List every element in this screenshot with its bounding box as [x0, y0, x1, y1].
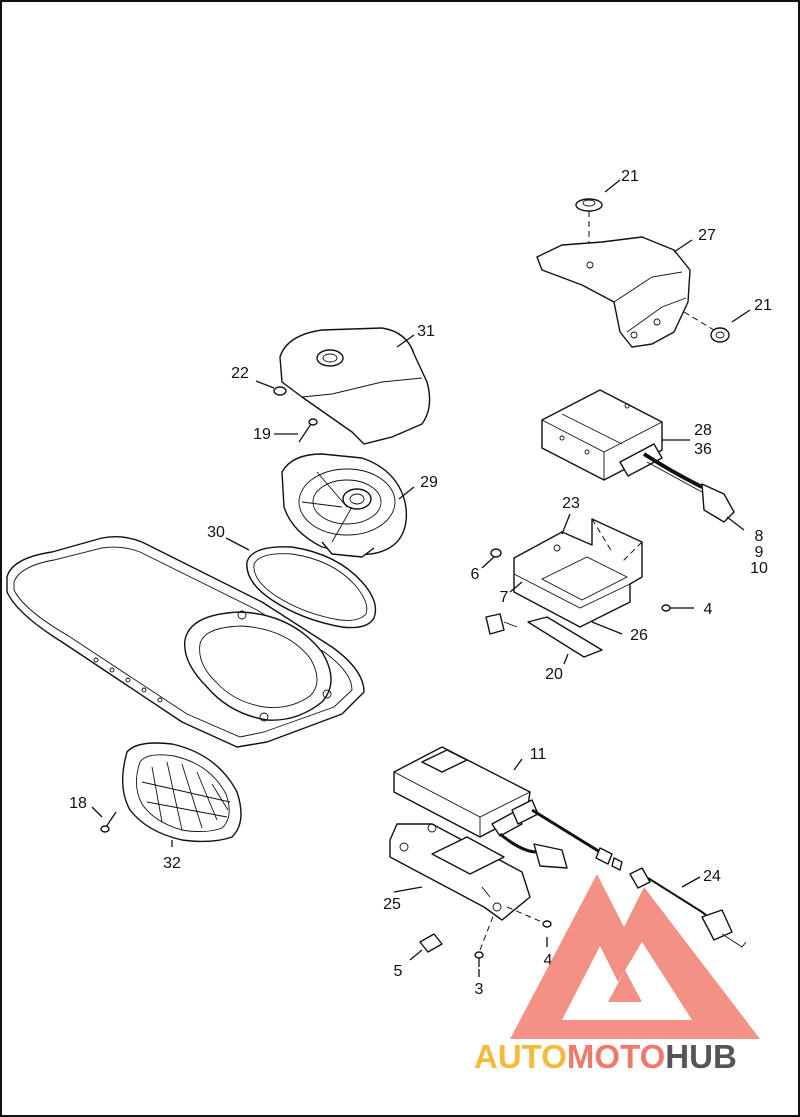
harness-8-9-10 — [642, 452, 735, 523]
callout-23: 23 — [562, 495, 580, 512]
screw-4-lower — [506, 906, 552, 928]
callout-31: 31 — [417, 323, 435, 340]
callout-9: 9 — [755, 544, 764, 561]
speaker-lid-31 — [279, 327, 431, 445]
callout-25: 25 — [383, 896, 401, 913]
washer-6 — [490, 548, 502, 558]
callout-27: 27 — [698, 227, 716, 244]
triangle-mountain-logo-icon — [510, 874, 760, 1039]
callout-10: 10 — [750, 560, 768, 577]
callout-26: 26 — [630, 627, 648, 644]
callout-29: 29 — [420, 474, 438, 491]
callout-11: 11 — [530, 746, 547, 763]
clip-bracket — [485, 613, 518, 635]
module-28 — [541, 389, 663, 481]
callout-8: 8 — [755, 528, 764, 545]
callout-28: 28 — [694, 422, 712, 439]
pad-20 — [527, 616, 603, 658]
gasket-30 — [246, 546, 377, 629]
cover-27 — [536, 236, 691, 348]
callout-21-top: 21 — [621, 168, 639, 185]
screw-4-upper — [661, 604, 682, 612]
bracket-23-26 — [513, 518, 643, 628]
callout-5: 5 — [394, 963, 403, 980]
plate-25 — [389, 823, 531, 921]
callout-18: 18 — [69, 795, 87, 812]
callout-32: 32 — [163, 855, 181, 872]
callout-4-upper: 4 — [704, 601, 713, 618]
callout-20: 20 — [545, 666, 563, 683]
fastener-21-right — [683, 311, 730, 343]
clip-22 — [273, 386, 287, 396]
callout-6: 6 — [471, 566, 480, 583]
callout-7: 7 — [500, 589, 509, 606]
callout-19: 19 — [253, 426, 271, 443]
callout-30: 30 — [207, 524, 225, 541]
saddlebag-lid — [6, 535, 365, 748]
watermark-auto: AUTO — [474, 1038, 567, 1075]
screw-3 — [474, 913, 495, 967]
svg-text:AUTOMOTOHUB: AUTOMOTOHUB — [474, 1038, 737, 1075]
screw-18 — [100, 811, 117, 833]
callout-22: 22 — [231, 365, 249, 382]
cable-antenna — [531, 808, 623, 871]
callout-21-right: 21 — [754, 297, 772, 314]
speaker-housing-32 — [122, 742, 242, 843]
callout-24: 24 — [703, 868, 721, 885]
leader-lines — [91, 179, 751, 977]
watermark-moto: MOTO — [567, 1038, 665, 1075]
screw-19 — [298, 418, 318, 443]
callout-4-lower: 4 — [544, 952, 553, 969]
lead-24 — [629, 867, 747, 948]
watermark-wordmark: AUTOMOTOHUB — [474, 1038, 737, 1075]
callout-labels: 21 27 21 31 22 19 29 28 36 30 23 8 9 10 … — [69, 168, 772, 998]
watermark-logo — [510, 874, 760, 1039]
module-11 — [393, 746, 539, 838]
callout-36: 36 — [694, 441, 712, 458]
watermark-hub: HUB — [665, 1038, 737, 1075]
clip-5 — [419, 933, 443, 953]
callout-3: 3 — [475, 981, 484, 998]
harness-11 — [499, 832, 568, 869]
speaker-29 — [281, 453, 408, 558]
